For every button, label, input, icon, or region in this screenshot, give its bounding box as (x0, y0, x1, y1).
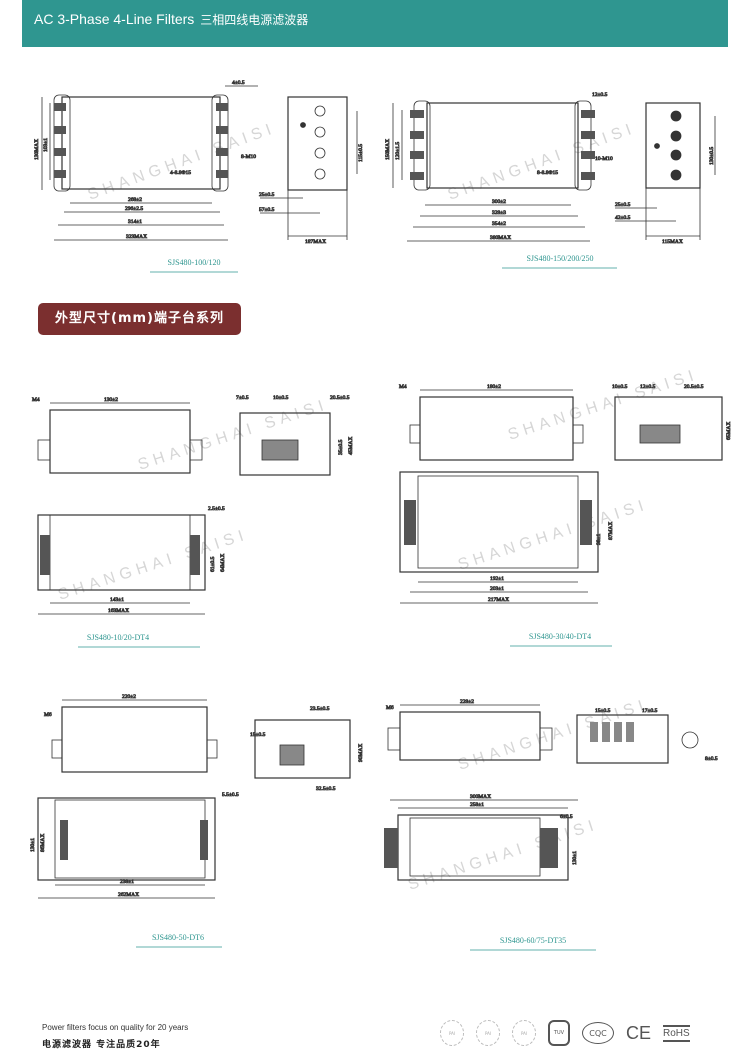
dim-label: 217MAX (488, 597, 509, 603)
dim-label: M6 (386, 705, 394, 711)
title-cn: 三相四线电源滤波器 (200, 13, 309, 27)
dim-label: 87MAX (608, 522, 614, 540)
drawing-sjs480-100-120: 268±2 296±2.5 314±1 323MAX 130MAX 103±1 … (34, 80, 364, 273)
dim-label: 57±0.5 (259, 207, 275, 213)
dim-label: 380MAX (490, 235, 511, 241)
dim-label: 65MAX (726, 422, 732, 440)
dim-label: 32.5±0.5 (316, 786, 336, 792)
dim-label: 115MAX (662, 239, 683, 245)
dim-label: 90MAX (358, 744, 364, 762)
dim-label: 10-M10 (595, 156, 613, 162)
drawing-caption: SJS480-50-DT6 (152, 933, 204, 942)
dim-label: 17±0.5 (642, 708, 658, 714)
tuv-logo-icon: TUV (548, 1020, 570, 1046)
dim-label: 98±1 (596, 533, 602, 545)
drawing-sjs480-150-200-250: 300±2 328±3 354±2 380MAX 150MAX 120±1.5 … (385, 92, 716, 269)
dim-label: 15±0.5 (595, 708, 611, 714)
page-header: AC 3-Phase 4-Line Filters 三相四线电源滤波器 (22, 0, 728, 47)
dim-label: 10±0.5 (612, 384, 628, 390)
dim-label: 10±0.5 (273, 395, 289, 401)
drawing-caption: SJS480-100/120 (168, 258, 221, 267)
dim-label: 228±2 (460, 699, 474, 705)
dim-label: 25±0.5 (259, 192, 275, 198)
dim-label: 354±2 (492, 221, 506, 227)
drawing-caption: SJS480-150/200/250 (526, 254, 593, 263)
dim-label: 130±2 (104, 397, 118, 403)
drawing-caption: SJS480-60/75-DT35 (500, 936, 566, 945)
dim-label: 8±0.5 (705, 756, 718, 762)
dim-label: 61±0.5 (210, 556, 216, 572)
cert-seal-icon: PAI (512, 1020, 536, 1046)
dim-label: 143±1 (110, 597, 124, 603)
dim-label: 4±0.5 (232, 80, 245, 86)
dim-label: 120±1.5 (395, 142, 401, 160)
certification-logos: PAI PAI PAI TUV CQC CE RoHS (440, 1018, 690, 1048)
dim-label: 23.5±0.5 (310, 706, 330, 712)
rohs-logo-icon: RoHS (663, 1024, 690, 1042)
dim-label: 314±1 (128, 219, 142, 225)
dim-label: 5.5±0.5 (222, 792, 239, 798)
section-banner: 外型尺寸(mm)端子台系列 (38, 303, 241, 335)
dim-label: 130MAX (34, 139, 40, 160)
ce-mark-icon: CE (626, 1022, 652, 1043)
dim-label: 15±0.5 (250, 732, 266, 738)
drawing-caption: SJS480-30/40-DT4 (529, 632, 591, 641)
cert-seal-icon: PAI (476, 1020, 500, 1046)
dim-label: 6±0.5 (560, 814, 573, 820)
cert-seal-icon: PAI (440, 1020, 464, 1046)
dim-label: 12±0.5 (592, 92, 608, 98)
dim-label: 4-8.8Φ15 (170, 170, 191, 176)
drawing-sjs480-10-20-dt4: 130±2 M4 7±0.5 10±0.5 20.5±0.5 35±0.5 45… (32, 395, 354, 648)
dim-label: 203±1 (490, 586, 504, 592)
dim-label: 20.5±0.5 (330, 395, 350, 401)
drawing-sjs480-50-dt6: 220±2 M6 15±0.5 23.5±0.5 90MAX 32.5±0.5 … (30, 694, 364, 948)
title-en: AC 3-Phase 4-Line Filters (34, 11, 195, 27)
drawing-caption: SJS480-10/20-DT4 (87, 633, 149, 642)
dim-label: 2.5±0.5 (208, 506, 225, 512)
dim-label: 64MAX (220, 554, 226, 572)
drawing-sjs480-60-75-dt35: 228±2 M6 15±0.5 17±0.5 300MAX 258±1 6±0.… (384, 699, 718, 951)
dim-label: 300±2 (492, 199, 506, 205)
dim-label: 300MAX (470, 794, 491, 800)
dim-label: 86MAX (40, 834, 46, 852)
dim-label: 25±0.5 (615, 202, 631, 208)
dim-label: 45MAX (348, 437, 354, 455)
dim-label: 103±1 (43, 138, 49, 152)
dim-label: 130±0.5 (709, 147, 715, 165)
dim-label: 130±1 (572, 851, 578, 865)
footer-slogan-cn: 电源滤波器 专注品质20年 (42, 1040, 161, 1050)
dim-label: 258±1 (470, 802, 484, 808)
cqc-logo-icon: CQC (582, 1022, 614, 1044)
footer-slogan-en: Power filters focus on quality for 20 ye… (42, 1023, 189, 1032)
dim-label: 163MAX (108, 608, 129, 614)
drawing-sjs480-30-40-dt4: 180±2 M4 10±0.5 12±0.5 20.5±0.5 65MAX 19… (399, 384, 732, 647)
dim-label: 8-M10 (241, 154, 256, 160)
dim-label: 328±3 (492, 210, 506, 216)
dim-label: 323MAX (126, 234, 147, 240)
dim-label: 180±2 (487, 384, 501, 390)
dim-label: 150MAX (385, 139, 391, 160)
watermark: SHANGHAI SAISI (136, 396, 330, 474)
dim-label: 262MAX (118, 892, 139, 898)
dim-label: 42±0.5 (615, 215, 631, 221)
page-title: AC 3-Phase 4-Line Filters 三相四线电源滤波器 (34, 11, 308, 28)
watermark: SHANGHAI SAISI (86, 120, 279, 204)
dim-label: 238±1 (120, 879, 134, 885)
watermark: SHANGHAI SAISI (456, 496, 650, 574)
dim-label: 220±2 (122, 694, 136, 700)
dim-label: 35±0.5 (338, 439, 344, 455)
dim-label: 12±0.5 (640, 384, 656, 390)
dim-label: 130±1 (30, 838, 36, 852)
dim-label: 296±2.5 (125, 206, 143, 212)
dim-label: M6 (44, 712, 52, 718)
dim-label: 187MAX (305, 239, 326, 245)
dim-label: M4 (399, 384, 407, 390)
dim-label: 7±0.5 (236, 395, 249, 401)
dim-label: 115±0.5 (358, 144, 364, 162)
dim-label: 192±1 (490, 576, 504, 582)
dim-label: 8-8.8Φ15 (537, 170, 558, 176)
dim-label: M4 (32, 397, 40, 403)
dim-label: 20.5±0.5 (684, 384, 704, 390)
dim-label: 268±2 (128, 197, 142, 203)
